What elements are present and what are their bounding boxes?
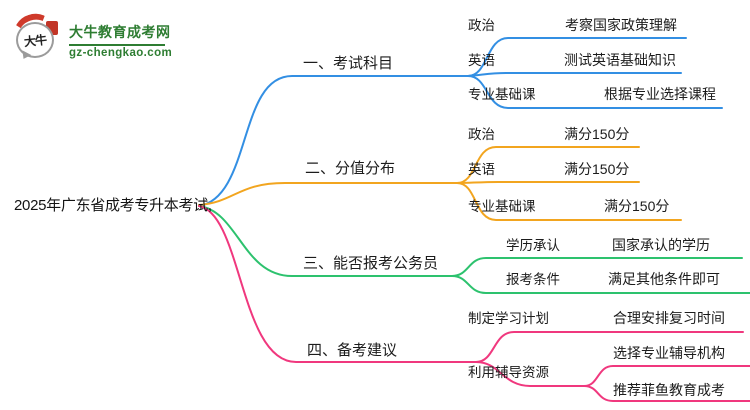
site-domain: gz-chengkao.com	[69, 47, 173, 59]
branch4-child2-label: 利用辅导资源	[468, 365, 549, 380]
branch4-grandchild2-desc: 推荐菲鱼教育成考	[613, 382, 725, 398]
logo-text-block: 大牛教育成考网 gz-chengkao.com	[69, 14, 172, 59]
branch2-child1-line	[456, 146, 640, 184]
site-logo[interactable]: 大牛 大牛教育成考网 gz-chengkao.com	[9, 8, 172, 64]
branch1-child1-label: 政治	[468, 18, 495, 33]
logo-speech-bubble: 大牛	[16, 22, 54, 58]
branch4-child1-label: 制定学习计划	[468, 311, 549, 326]
branch1-child3-label: 专业基础课	[468, 87, 536, 102]
root-node-label: 2025年广东省成考专升本考试,	[14, 197, 212, 214]
branch1-trunk	[198, 75, 469, 207]
branch1-child2-label: 英语	[468, 53, 495, 68]
daniu-bubble-icon: 大牛	[9, 8, 61, 64]
branch4-grandchild2-line	[583, 385, 750, 402]
branch4-grandchild1-desc: 选择专业辅导机构	[613, 345, 725, 361]
branch2-child3-line	[456, 182, 682, 221]
branch3-child1-label: 学历承认	[506, 238, 560, 253]
branch1-label: 一、考试科目	[303, 55, 394, 72]
logo-divider	[69, 44, 165, 46]
branch1-child1-desc: 考察国家政策理解	[565, 17, 677, 33]
branch2-child2-line	[456, 181, 640, 184]
branch2-child2-desc: 满分150分	[564, 161, 630, 177]
branch3-child1-line	[451, 257, 743, 277]
branch3-child2-label: 报考条件	[506, 272, 560, 287]
branch3-child1-desc: 国家承认的学历	[612, 237, 710, 253]
branch4-child1-line	[475, 331, 744, 363]
branch1-child3-desc: 根据专业选择课程	[604, 86, 716, 102]
branch2-child2-label: 英语	[468, 162, 495, 177]
branch2-label: 二、分值分布	[305, 160, 396, 177]
branch3-child2-desc: 满足其他条件即可	[608, 271, 720, 287]
branch2-child1-desc: 满分150分	[564, 126, 630, 142]
branch4-label: 四、备考建议	[307, 342, 398, 359]
branch2-child3-label: 专业基础课	[468, 199, 536, 214]
branch2-child3-desc: 满分150分	[604, 198, 670, 214]
branch4-trunk	[198, 205, 477, 363]
branch1-child3-line	[467, 75, 723, 109]
branch2-trunk	[198, 182, 458, 206]
branch3-trunk	[198, 205, 453, 277]
branch4-child2-line	[475, 361, 585, 387]
branch1-child2-desc: 测试英语基础知识	[564, 52, 676, 68]
branch1-child2-line	[467, 72, 682, 77]
branch4-child1-desc: 合理安排复习时间	[613, 310, 725, 326]
branch3-child2-line	[451, 275, 750, 294]
logo-bubble-text: 大牛	[23, 32, 47, 49]
site-name: 大牛教育成考网	[69, 24, 171, 40]
branch4-grandchild1-line	[583, 365, 750, 387]
branch3-label: 三、能否报考公务员	[303, 255, 439, 272]
branch2-child1-label: 政治	[468, 127, 495, 142]
